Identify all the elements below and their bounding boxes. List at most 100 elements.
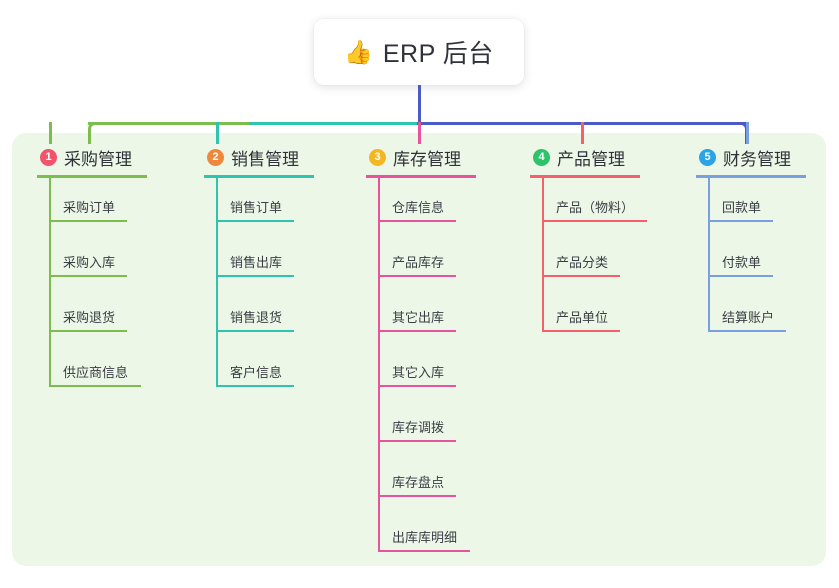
drop-sales	[216, 122, 219, 144]
branch-badge-icon-5: 5	[699, 148, 716, 166]
branch-column-5: 5 财务管理回款单付款单结算账户	[696, 143, 806, 343]
leaf-node[interactable]: 采购退货	[37, 288, 147, 343]
branch-column-2: 2 销售管理销售订单销售出库销售退货客户信息	[204, 143, 314, 398]
leaf-label: 回款单	[722, 200, 762, 215]
leaf-label: 供应商信息	[63, 365, 129, 380]
leaf-node[interactable]: 采购订单	[37, 178, 147, 233]
leaf-node[interactable]: 销售退货	[204, 288, 314, 343]
leaf-label: 产品库存	[392, 255, 445, 270]
root-title: ERP 后台	[382, 40, 494, 68]
branch-underline-2	[204, 175, 314, 178]
branch-header-1[interactable]: 1 采购管理	[37, 143, 147, 171]
leaf-label: 销售订单	[230, 200, 283, 215]
leaf-underline	[216, 385, 294, 387]
leaf-node[interactable]: 库存调拨	[366, 398, 476, 453]
branch-spine-2	[216, 178, 218, 386]
leaf-label: 库存调拨	[392, 420, 445, 435]
leaf-underline	[216, 330, 294, 332]
leaf-node[interactable]: 产品（物料）	[530, 178, 647, 233]
leaf-label: 其它出库	[392, 310, 445, 325]
leaf-underline	[216, 220, 294, 222]
leaf-node[interactable]: 付款单	[696, 233, 806, 288]
leaf-underline	[542, 220, 647, 222]
leaf-underline	[708, 330, 786, 332]
branch-underline-1	[37, 175, 147, 178]
leaf-label: 销售出库	[230, 255, 283, 270]
leaf-underline	[378, 220, 456, 222]
branch-badge-icon-2: 2	[207, 148, 224, 166]
leaf-node[interactable]: 采购入库	[37, 233, 147, 288]
leaf-underline	[378, 385, 456, 387]
leaf-label: 库存盘点	[392, 475, 445, 490]
drop-finance	[746, 122, 749, 144]
branch-spine-3	[378, 178, 380, 551]
leaf-node[interactable]: 回款单	[696, 178, 806, 233]
leaf-label: 付款单	[722, 255, 762, 270]
branch-badge-icon-4: 4	[533, 148, 550, 166]
branch-spine-1	[49, 178, 51, 386]
drop-inventory	[418, 122, 421, 144]
leaf-underline	[378, 440, 456, 442]
leaf-node[interactable]: 其它入库	[366, 343, 476, 398]
leaf-underline	[49, 330, 127, 332]
segment-sales	[249, 122, 417, 125]
leaf-node[interactable]: 结算账户	[696, 288, 806, 343]
leaf-node[interactable]: 出库库明细	[366, 508, 476, 563]
leaf-node[interactable]: 销售出库	[204, 233, 314, 288]
leaf-label: 客户信息	[230, 365, 283, 380]
leaf-node[interactable]: 产品单位	[530, 288, 640, 343]
leaf-underline	[49, 275, 127, 277]
trunk-left-cap	[88, 122, 98, 144]
leaf-label: 出库库明细	[392, 530, 458, 545]
leaf-label: 采购入库	[63, 255, 116, 270]
leaf-underline	[378, 495, 456, 497]
leaf-underline	[378, 275, 456, 277]
leaf-label: 产品分类	[556, 255, 609, 270]
leaf-node[interactable]: 产品分类	[530, 233, 640, 288]
leaf-underline	[708, 275, 773, 277]
leaf-label: 采购退货	[63, 310, 116, 325]
leaf-underline	[216, 275, 294, 277]
leaf-node[interactable]: 销售订单	[204, 178, 314, 233]
leaf-node[interactable]: 其它出库	[366, 288, 476, 343]
leaf-underline	[542, 330, 620, 332]
leaf-node[interactable]: 仓库信息	[366, 178, 476, 233]
leaf-label: 其它入库	[392, 365, 445, 380]
branch-badge-icon-1: 1	[40, 148, 57, 166]
branch-title-5: 财务管理	[723, 149, 791, 169]
leaf-node[interactable]: 库存盘点	[366, 453, 476, 508]
branch-spine-5	[708, 178, 710, 331]
leaf-underline	[542, 275, 620, 277]
branches-panel	[12, 133, 826, 566]
drop-purchasing	[49, 122, 52, 144]
leaf-underline	[378, 550, 470, 552]
branch-underline-3	[366, 175, 476, 178]
branch-underline-5	[696, 175, 806, 178]
leaf-underline	[49, 220, 127, 222]
leaf-node[interactable]: 供应商信息	[37, 343, 147, 398]
branch-column-1: 1 采购管理采购订单采购入库采购退货供应商信息	[37, 143, 147, 398]
leaf-node[interactable]: 产品库存	[366, 233, 476, 288]
branch-title-1: 采购管理	[64, 149, 132, 169]
branch-header-4[interactable]: 4 产品管理	[530, 143, 640, 171]
root-connector	[418, 85, 421, 125]
leaf-label: 仓库信息	[392, 200, 445, 215]
branch-title-3: 库存管理	[393, 149, 461, 169]
leaf-underline	[49, 385, 141, 387]
leaf-label: 产品单位	[556, 310, 609, 325]
root-node[interactable]: 👍 ERP 后台	[314, 19, 524, 85]
branch-column-4: 4 产品管理产品（物料） 产品分类产品单位	[530, 143, 647, 343]
leaf-node[interactable]: 客户信息	[204, 343, 314, 398]
branch-title-4: 产品管理	[557, 149, 625, 169]
leaf-label: 结算账户	[722, 310, 775, 325]
segment-purchasing	[88, 122, 249, 125]
thumbs-up-icon: 👍	[344, 38, 373, 65]
branch-title-2: 销售管理	[231, 149, 299, 169]
branch-header-5[interactable]: 5 财务管理	[696, 143, 806, 171]
leaf-underline	[378, 330, 456, 332]
drop-product	[581, 122, 584, 144]
branch-header-2[interactable]: 2 销售管理	[204, 143, 314, 171]
